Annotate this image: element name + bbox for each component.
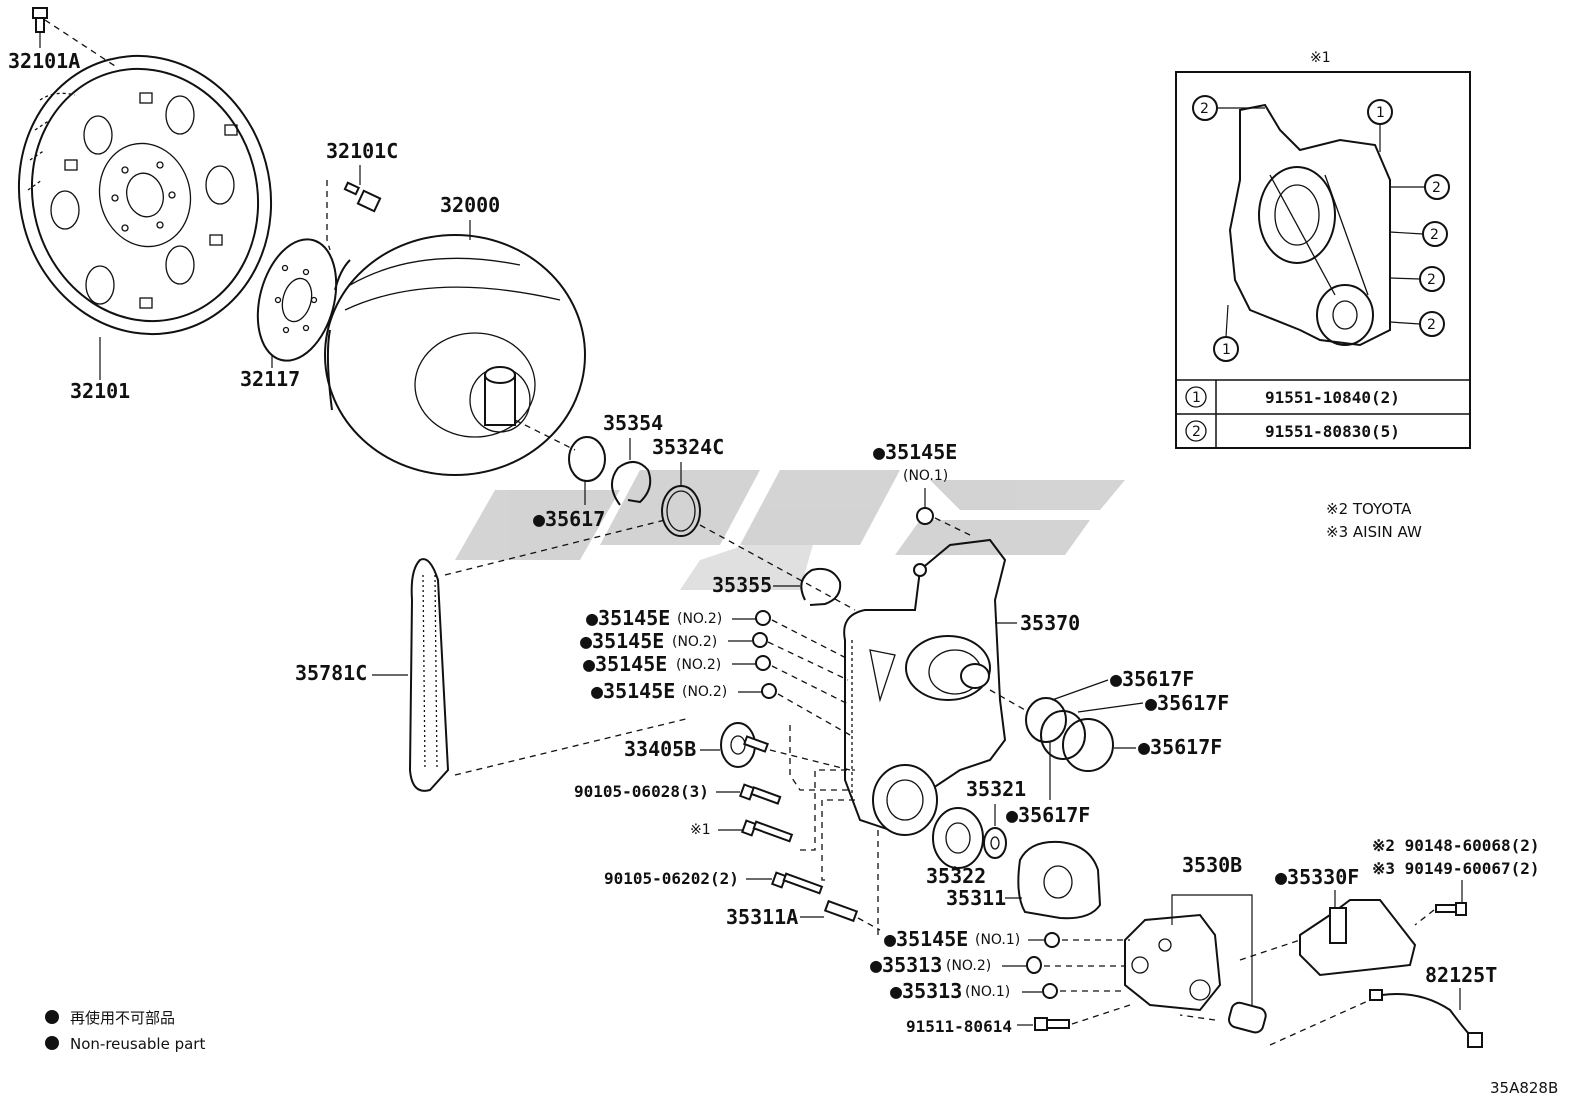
label-35321: 35321: [966, 777, 1026, 801]
label-35313-no1: ●35313: [890, 979, 962, 1003]
seal-35145E-no1: [1044, 932, 1060, 948]
seal-35313-no2: [1026, 956, 1042, 974]
bolt-32101C: [343, 181, 382, 213]
label-32101C: 32101C: [326, 139, 398, 163]
legend-dot-en: [45, 1036, 59, 1050]
torque-converter-32000: [324, 234, 586, 476]
label-35617F-2: ●35617F: [1145, 691, 1229, 715]
svg-text:2: 2: [1427, 317, 1436, 333]
label-32117: 32117: [240, 367, 300, 391]
solenoid: [1228, 1001, 1267, 1034]
label-ref1: ※1: [690, 822, 711, 838]
bolt-91511-80614: [1034, 1017, 1070, 1031]
svg-text:2: 2: [1432, 180, 1441, 196]
gear-35322: [932, 807, 984, 869]
diagram-code: 35A828B: [1490, 1079, 1558, 1097]
rings-35617F: [1025, 697, 1114, 772]
svg-text:●35145E: ●35145E: [591, 679, 675, 703]
label-35354: 35354: [603, 411, 663, 435]
table-part-2: 91551-80830(5): [1265, 422, 1400, 441]
bolt-ref1: [740, 819, 794, 843]
pin-35311A: [823, 899, 859, 923]
svg-text:●35145E: ●35145E: [583, 652, 667, 676]
svg-text:2: 2: [1430, 227, 1439, 243]
oil-strainer-35330F: [1299, 899, 1417, 977]
svg-text:●35145E: ●35145E: [580, 629, 664, 653]
label-no1-b: (NO.1): [975, 932, 1020, 948]
label-no1-top: (NO.1): [903, 468, 948, 484]
svg-text:(NO.2): (NO.2): [672, 634, 717, 650]
label-35617F-4: ●35617F: [1006, 803, 1090, 827]
table-ref-2: 2: [1192, 424, 1201, 440]
inset-title: ※1: [1310, 50, 1331, 66]
label-90148: ※2 90148-60068(2): [1372, 836, 1540, 855]
pump-housing-35370: [843, 538, 1007, 836]
bolt-32101A: [32, 7, 48, 33]
flywheel-32101: [17, 54, 273, 336]
label-35330F: ●35330F: [1275, 865, 1359, 889]
oring-35617: [568, 436, 606, 482]
label-35311A: 35311A: [726, 905, 798, 929]
drive-plate-32117: [256, 238, 338, 362]
table-ref-1: 1: [1192, 390, 1201, 406]
seal-35145E-top: [916, 507, 934, 525]
legend-jp: 再使用不可部品: [70, 1009, 175, 1027]
label-82125T: 82125T: [1425, 963, 1497, 987]
label-35145E-top: ●35145E: [873, 440, 957, 464]
bolt-90105-06202: [770, 871, 824, 895]
label-35617F-1: ●35617F: [1110, 667, 1194, 691]
label-35781C: 35781C: [295, 661, 367, 685]
label-33405B: 33405B: [624, 737, 696, 761]
svg-text:1: 1: [1376, 105, 1385, 121]
label-32000: 32000: [440, 193, 500, 217]
label-no1-c: (NO.1): [965, 984, 1010, 1000]
drive-chain-35781C: [408, 558, 450, 792]
note-aisin: ※3 AISIN AW: [1326, 523, 1422, 541]
label-32101A: 32101A: [8, 49, 80, 73]
valve-body-3530B: [1124, 913, 1222, 1012]
svg-text:1: 1: [1222, 342, 1231, 358]
legend-dot-jp: [45, 1010, 59, 1024]
sprocket-33405B: [720, 722, 769, 768]
pump-cover-35311: [1017, 840, 1102, 920]
label-35311: 35311: [946, 886, 1006, 910]
label-35145E-no1: ●35145E: [884, 927, 968, 951]
svg-text:2: 2: [1200, 101, 1209, 117]
svg-text:(NO.2): (NO.2): [677, 611, 722, 627]
label-35370: 35370: [1020, 611, 1080, 635]
inset-table: 1 91551-10840(2) 2 91551-80830(5): [1176, 379, 1470, 448]
snap-ring-35355: [800, 567, 842, 606]
svg-text:(NO.2): (NO.2): [682, 684, 727, 700]
label-35355: 35355: [712, 573, 772, 597]
svg-text:2: 2: [1427, 272, 1436, 288]
label-35313-no2: ●35313: [870, 953, 942, 977]
svg-text:(NO.2): (NO.2): [676, 657, 721, 673]
seals-35145E-no2: ●35145E (NO.2) ●35145E (NO.2) ●35145E (N…: [580, 606, 851, 736]
table-part-1: 91551-10840(2): [1265, 388, 1400, 407]
bolt-90148: [1435, 902, 1467, 916]
wire-harness-82125T: [1369, 989, 1483, 1048]
label-35617F-3: ●35617F: [1138, 735, 1222, 759]
label-35324C: 35324C: [652, 435, 724, 459]
label-90149: ※3 90149-60067(2): [1372, 859, 1540, 878]
note-toyota: ※2 TOYOTA: [1326, 500, 1412, 518]
bolt-90105-06028: [738, 783, 782, 805]
label-90105-06202: 90105-06202(2): [604, 869, 739, 888]
label-90105-06028: 90105-06028(3): [574, 782, 709, 801]
inset-part-drawing: [1228, 103, 1391, 347]
snap-ring-35354: [611, 461, 652, 506]
gear-35321: [983, 827, 1007, 859]
legend-en: Non-reusable part: [70, 1035, 205, 1053]
label-3530B: 3530B: [1182, 853, 1242, 877]
label-35617: ●35617: [533, 507, 605, 531]
label-91511-80614: 91511-80614: [906, 1017, 1012, 1036]
label-32101: 32101: [70, 379, 130, 403]
watermark-logo: [455, 470, 1125, 590]
inset-frame: [1175, 71, 1471, 449]
label-no2-b: (NO.2): [946, 958, 991, 974]
seal-35313-no1: [1042, 983, 1058, 999]
svg-text:●35145E: ●35145E: [586, 606, 670, 630]
label-35322: 35322: [926, 864, 986, 888]
